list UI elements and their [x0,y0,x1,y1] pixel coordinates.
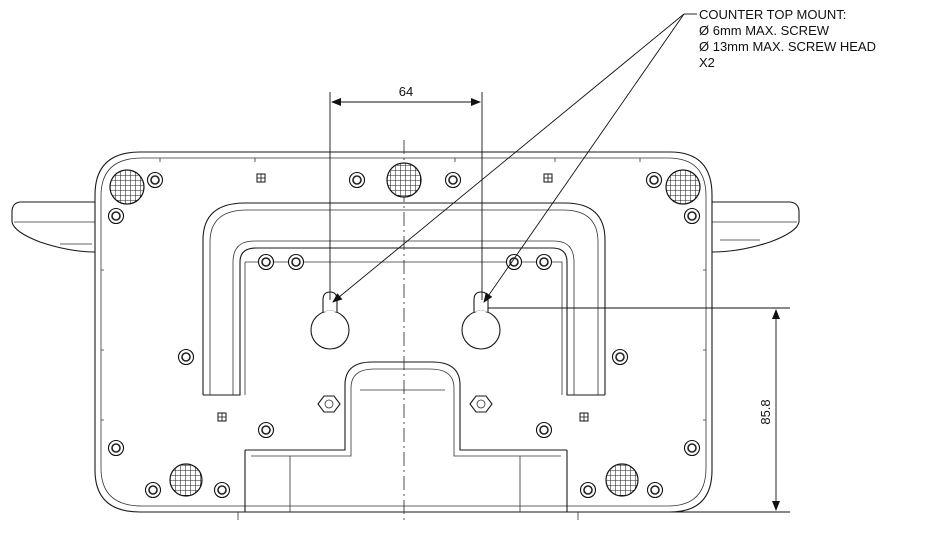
screw-head [687,211,697,221]
dimension-vertical: 85.8 [488,307,790,513]
screw-head [687,443,697,453]
callout-line-3: Ø 13mm MAX. SCREW HEAD [699,39,876,54]
hex-nuts [317,395,493,413]
square-marker-cross [544,174,552,182]
screw-head [217,485,227,495]
screw-holes [107,171,701,499]
screw-head [261,425,271,435]
screw-head [352,175,362,185]
screw-head [111,443,121,453]
right-side-bracket [711,201,800,253]
callout-line-1: COUNTER TOP MOUNT: [699,7,846,22]
square-marker-cross [580,413,588,421]
device-body [94,151,713,513]
left-side-bracket [11,201,96,253]
keyhole-slot-left [310,291,350,350]
keyhole-slot-right [461,291,501,350]
screw-head [150,175,160,185]
square-marker-cross [218,413,226,421]
screw-head [181,352,191,362]
screw-head [261,257,271,267]
callout-line-4: X2 [699,55,715,70]
center-bridge [237,361,579,520]
screw-head [509,257,519,267]
screw-head [539,257,549,267]
callout-line-2: Ø 6mm MAX. SCREW [699,23,830,38]
screw-head [583,485,593,495]
square-markers [217,173,589,422]
dimension-64-label: 64 [399,84,413,99]
dimension-horizontal: 64 [329,84,483,300]
screw-head [650,485,660,495]
screw-head [148,485,158,495]
screw-head [649,175,659,185]
callout-leaders [332,13,697,303]
screw-head [615,352,625,362]
dimension-85-8-label: 85.8 [758,399,773,424]
screw-head [291,257,301,267]
screw-head [539,425,549,435]
speaker-grills [109,162,701,497]
screw-head [111,211,121,221]
callout-note: COUNTER TOP MOUNT: Ø 6mm MAX. SCREW Ø 13… [699,7,876,70]
square-marker-cross [257,174,265,182]
screw-head [448,175,458,185]
